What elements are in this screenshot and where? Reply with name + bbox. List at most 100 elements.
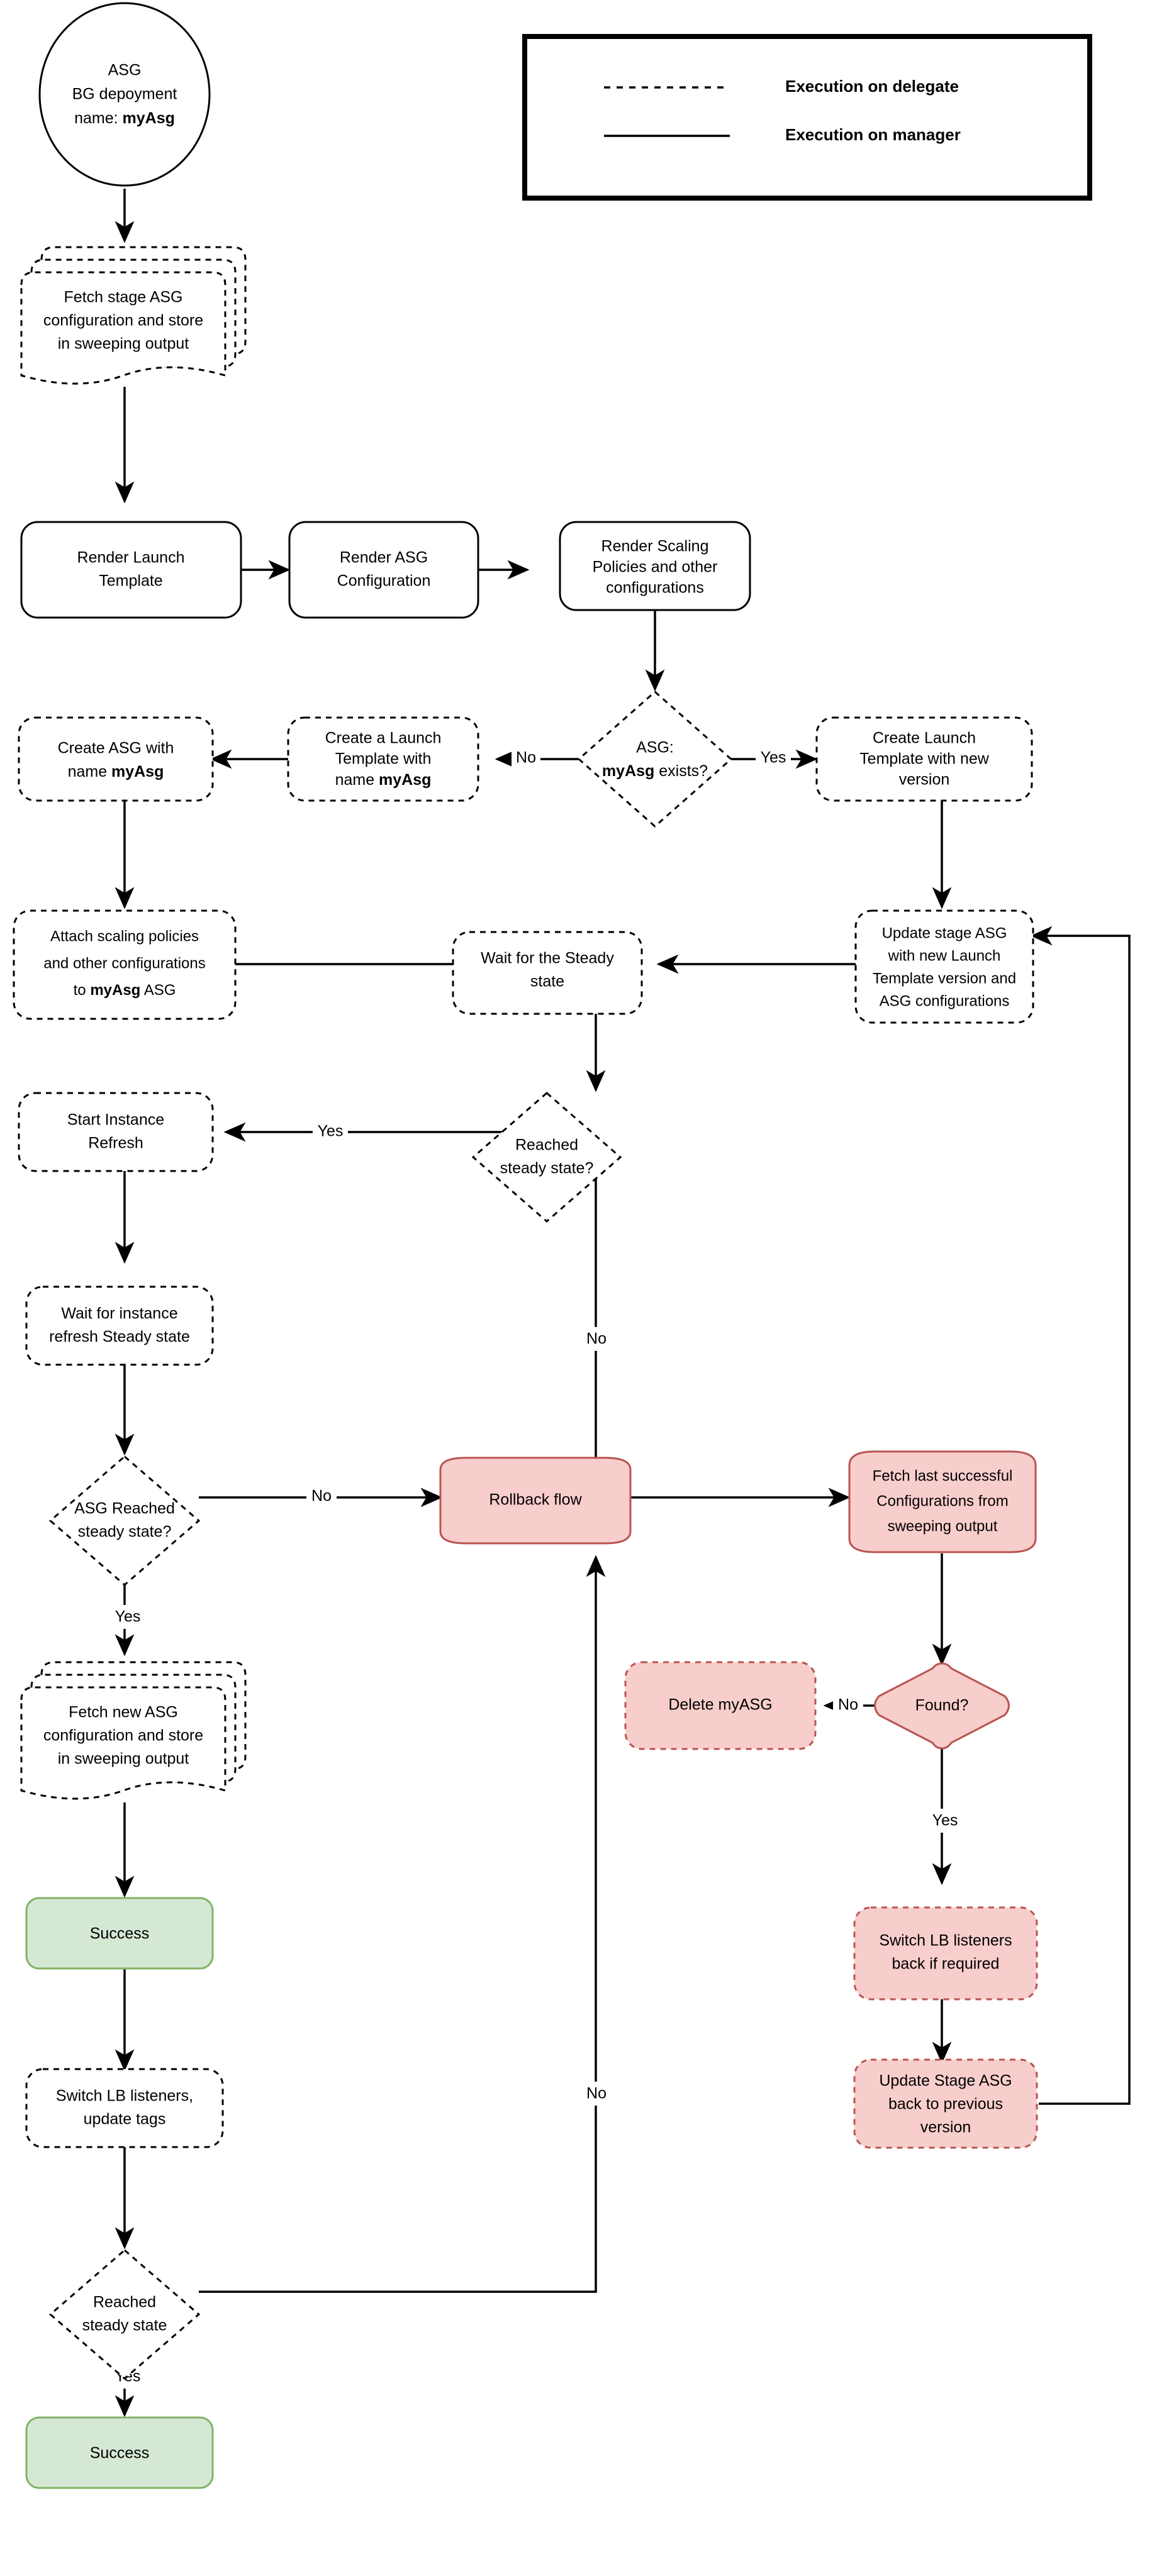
usb-line3: version (920, 2119, 971, 2136)
rs2-line2: steady state (82, 2317, 167, 2334)
rsp-line1: Render Scaling (601, 538, 709, 555)
fna-line1: Fetch new ASG (69, 1704, 178, 1721)
node-fetch-new-asg[interactable]: Fetch new ASG configuration and store in… (20, 1661, 247, 1800)
node-update-stage-asg[interactable]: Update stage ASG with new Launch Templat… (854, 909, 1034, 1024)
rs1-line2: steady state? (500, 1160, 594, 1177)
legend-label-delegate: Execution on delegate (785, 77, 959, 96)
rlt-line2: Template (99, 572, 162, 590)
wait-line1: Wait for the Steady (481, 950, 614, 967)
upd-line3: Template version and (873, 970, 1016, 987)
edge-label-exists-no: No (516, 749, 536, 767)
node-delete-myasg[interactable]: Delete myASG (624, 1661, 817, 1750)
node-fetch-stage-asg[interactable]: Fetch stage ASG configuration and store … (20, 246, 247, 385)
attach-line3: to myAsg ASG (74, 982, 176, 999)
asg-exists-line1: ASG: (636, 739, 674, 757)
node-create-launch-template-new[interactable]: Create Launch Template with new version (815, 716, 1033, 802)
switch-lb-back-box[interactable] (853, 1906, 1038, 2001)
attach-line2: and other configurations (43, 955, 206, 972)
found-line1: Found? (915, 1697, 969, 1714)
render-asg-config-box[interactable] (288, 521, 479, 619)
wait-instance-refresh-box[interactable] (25, 1285, 214, 1366)
delete-line1: Delete myASG (668, 1696, 772, 1714)
node-reached-steady-state-1[interactable]: Reached steady state? (471, 1092, 622, 1223)
wait-steady-box[interactable] (452, 931, 643, 1015)
usb-line2: back to previous (888, 2096, 1003, 2113)
node-wait-instance-refresh[interactable]: Wait for instance refresh Steady state (25, 1285, 214, 1366)
update-stage-back-box[interactable] (853, 2058, 1038, 2149)
node-attach-scaling-policies[interactable]: Attach scaling policies and other config… (13, 909, 237, 1020)
found-diamond[interactable] (874, 1662, 1010, 1750)
node-create-launch-template-myasg[interactable]: Create a Launch Template with name myAsg (287, 716, 479, 802)
node-found-decision[interactable]: Found? (874, 1662, 1010, 1750)
start-ellipse[interactable] (38, 2, 211, 187)
edge-label-asg-reached-yes: Yes (115, 1608, 141, 1626)
fetch-stage-doc-front[interactable] (20, 271, 226, 385)
node-asg-exists-decision[interactable]: ASG: myAsg exists? (577, 690, 733, 828)
node-success-1[interactable]: Success (25, 1897, 214, 1970)
node-render-launch-template[interactable]: Render Launch Template (20, 521, 242, 619)
slbt-line2: update tags (84, 2111, 166, 2128)
sir-line1: Start Instance (67, 1111, 164, 1129)
fetch-last-successful-box[interactable] (848, 1450, 1037, 1553)
rlt-line1: Render Launch (77, 549, 185, 567)
edge-label-steady1-no: No (586, 1330, 607, 1348)
create-lt-new-box[interactable] (815, 716, 1033, 802)
node-switch-lb-update-tags[interactable]: Switch LB listeners, update tags (25, 2068, 224, 2148)
node-rollback-flow[interactable]: Rollback flow (439, 1457, 632, 1545)
node-create-asg[interactable]: Create ASG with name myAsg (18, 716, 214, 802)
reached-steady-2-diamond[interactable] (48, 2249, 201, 2380)
switch-lb-tags-box[interactable] (25, 2068, 224, 2148)
cltnew-line1: Create Launch (873, 730, 976, 747)
node-fetch-last-successful[interactable]: Fetch last successful Configurations fro… (848, 1450, 1037, 1553)
update-stage-asg-box[interactable] (854, 909, 1034, 1024)
cltmy-line3: name myAsg (335, 771, 432, 789)
fls-line2: Configurations from (876, 1492, 1008, 1509)
node-asg-reached-steady-state[interactable]: ASG Reached steady state? (48, 1455, 201, 1586)
edge-label-exists-yes: Yes (761, 749, 786, 767)
upd-line2: with new Launch (888, 947, 1001, 964)
node-switch-lb-back[interactable]: Switch LB listeners back if required (853, 1906, 1038, 2001)
rollback-flow-box[interactable] (439, 1457, 632, 1545)
sir-line2: Refresh (88, 1135, 143, 1152)
asg-exists-diamond[interactable] (577, 690, 733, 828)
fna-line2: configuration and store (43, 1727, 203, 1745)
create-asg-box[interactable] (18, 716, 214, 802)
legend-label-manager: Execution on manager (785, 125, 961, 144)
edge-label-found-yes: Yes (932, 1812, 958, 1829)
upd-line1: Update stage ASG (882, 924, 1007, 941)
render-scaling-box[interactable] (559, 521, 751, 611)
rollback-line1: Rollback flow (489, 1491, 582, 1509)
cltmy-line2: Template with (335, 750, 432, 768)
delete-myasg-box[interactable] (624, 1661, 817, 1750)
reached-steady-1-diamond[interactable] (471, 1092, 622, 1223)
success-2-box[interactable] (25, 2416, 214, 2489)
render-launch-template-box[interactable] (20, 521, 242, 619)
node-start[interactable]: ASG BG depoyment name: myAsg (38, 2, 211, 187)
node-start-instance-refresh[interactable]: Start Instance Refresh (18, 1092, 214, 1172)
fetch-new-doc-front[interactable] (20, 1686, 226, 1800)
slbt-line1: Switch LB listeners, (56, 2087, 193, 2105)
slbb-line1: Switch LB listeners (879, 1932, 1012, 1950)
create-lt-myasg-box[interactable] (287, 716, 479, 802)
node-update-stage-back[interactable]: Update Stage ASG back to previous versio… (853, 2058, 1038, 2149)
node-success-2[interactable]: Success (25, 2416, 214, 2489)
start-line2: BG depoyment (72, 86, 177, 103)
legend: Execution on delegate Execution on manag… (522, 34, 1092, 201)
cltmy-line1: Create a Launch (325, 730, 442, 747)
node-wait-for-steady-state[interactable]: Wait for the Steady state (452, 931, 643, 1015)
attach-line1: Attach scaling policies (50, 928, 199, 945)
cltnew-line2: Template with new (859, 750, 990, 768)
node-reached-steady-state-2[interactable]: Reached steady state (48, 2249, 201, 2380)
node-render-scaling-policies[interactable]: Render Scaling Policies and other config… (559, 521, 751, 611)
start-instance-refresh-box[interactable] (18, 1092, 214, 1172)
node-render-asg-configuration[interactable]: Render ASG Configuration (288, 521, 479, 619)
legend-box (522, 34, 1092, 201)
success-1-box[interactable] (25, 1897, 214, 1970)
fna-line3: in sweeping output (58, 1750, 189, 1768)
wait-line2: state (530, 973, 564, 991)
fetch-stage-line2: configuration and store (43, 312, 203, 330)
asg-reached-steady-diamond[interactable] (48, 1455, 201, 1586)
attach-policies-box[interactable] (13, 909, 237, 1020)
rs1-line1: Reached (515, 1136, 578, 1154)
